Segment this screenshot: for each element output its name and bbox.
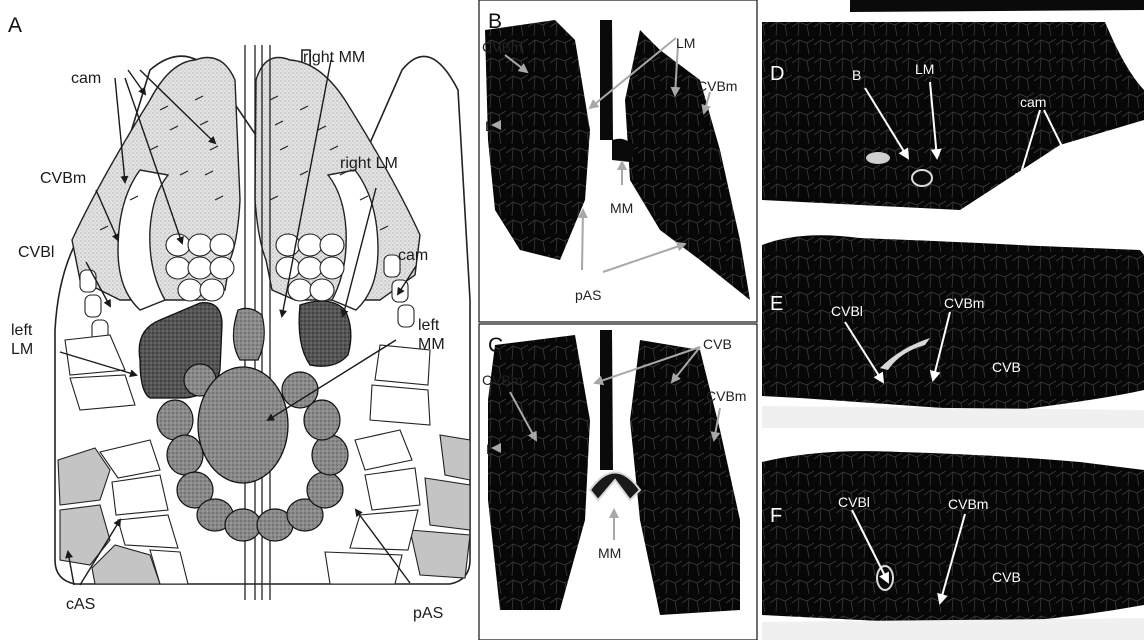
panel-b-letter: B (488, 10, 502, 33)
right-lm (299, 301, 351, 366)
panel-e-label-cvbm: CVBm (944, 295, 984, 311)
panel-f-label-cvbm: CVBm (948, 496, 988, 512)
panel-e-lung (762, 235, 1144, 412)
label-cvbl: CVBl (18, 244, 54, 261)
panel-b-label-l: L (485, 118, 493, 134)
panel-e-label-cvb: CVB (992, 359, 1021, 375)
panel-d-letter: D (770, 63, 784, 85)
label-left-mm-1: left (418, 317, 440, 334)
panel-c: C CVB CVBm CVBm L MM (479, 324, 757, 640)
panel-b-label-mm: MM (610, 200, 633, 216)
panel-c-label-cvbm-left: CVBm (482, 372, 522, 388)
panel-d-stripe-top (850, 0, 1144, 12)
panel-d-label-b: B (852, 67, 861, 83)
panel-a: A (8, 14, 470, 622)
label-pas: pAS (413, 605, 443, 622)
panel-f-label-cvb: CVB (992, 569, 1021, 585)
panel-b-label-lm: LM (676, 35, 695, 51)
panel-c-label-cvb: CVB (703, 336, 732, 352)
panel-e-letter: E (770, 293, 783, 315)
panel-e-label-cvbl: CVBl (831, 303, 863, 319)
panel-b: B CVBm LM CVBm L MM pAS (479, 0, 757, 322)
panel-b-label-cvbm-left: CVBm (482, 39, 522, 55)
panel-d-label-lm: LM (915, 61, 934, 77)
label-left-lm-2: LM (11, 341, 33, 358)
panel-a-letter: A (8, 14, 22, 37)
label-left-mm-2: MM (418, 336, 445, 353)
panel-f: F CVBl CVBm CVB (761, 430, 1144, 640)
label-right-mm: right MM (303, 49, 365, 66)
label-left-lm-1: left (11, 322, 33, 339)
panel-d: D B LM cam (761, 0, 1144, 226)
label-cas: cAS (66, 596, 95, 613)
panel-c-label-l: L (486, 441, 494, 457)
label-cam-top: cam (71, 70, 101, 87)
panel-f-lung (762, 451, 1144, 625)
panel-c-letter: C (488, 334, 503, 357)
panel-f-label-cvbl: CVBl (838, 494, 870, 510)
panel-c-label-cvbm-right: CVBm (706, 388, 746, 404)
panel-e: E CVBl CVBm CVB (761, 228, 1144, 428)
panel-f-letter: F (770, 505, 782, 527)
label-cam-right: cam (398, 247, 428, 264)
panel-b-label-pas: pAS (575, 287, 601, 303)
panel-d-bronchus (866, 152, 890, 164)
panel-d-label-cam: cam (1020, 94, 1046, 110)
panel-b-label-cvbm-right: CVBm (697, 78, 737, 94)
panel-c-label-mm: MM (598, 545, 621, 561)
label-right-lm: right LM (340, 155, 398, 172)
label-cvbm: CVBm (40, 170, 86, 187)
panel-c-trachea (600, 330, 613, 470)
panel-b-trachea (600, 20, 613, 140)
left-mm (198, 367, 288, 483)
panel-d-vessel (912, 170, 932, 186)
